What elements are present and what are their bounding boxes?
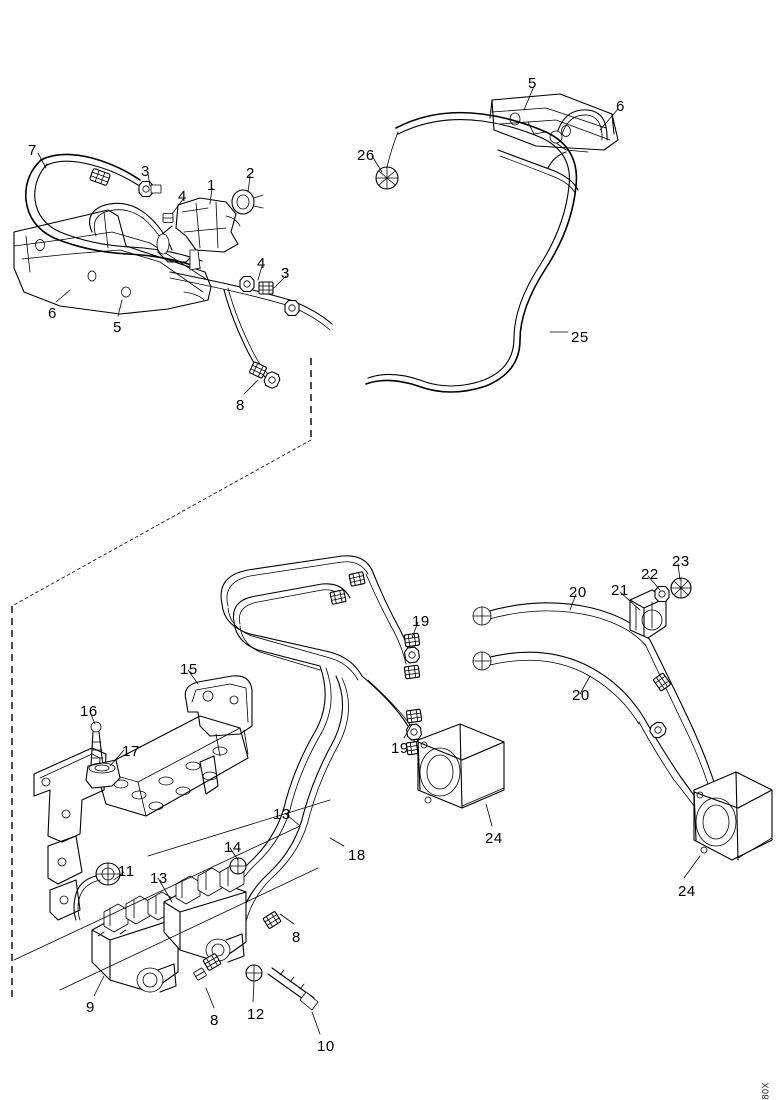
callout-5: 5: [113, 319, 122, 336]
upper-left-assembly: [13, 153, 333, 391]
callout-17: 17: [122, 743, 140, 760]
hose-25-branch: [497, 149, 579, 194]
callout-2: 2: [246, 165, 255, 182]
dome-6: [549, 109, 608, 144]
callout-8: 8: [210, 1012, 219, 1029]
bracket-rail-upper-left: [13, 209, 212, 315]
valve-21: [629, 589, 667, 639]
drawing-code: G1SP80X: [761, 1082, 771, 1100]
callout-3: 3: [141, 163, 150, 180]
callout-8: 8: [236, 397, 245, 414]
callout-12: 12: [247, 1006, 265, 1023]
callout-1: 1: [207, 177, 216, 194]
callout-3: 3: [281, 265, 290, 282]
part-2-fitting: [231, 189, 264, 215]
hose-inner-loop: [89, 202, 173, 253]
nut-3a: [138, 180, 162, 198]
right-lower-assembly: [417, 577, 773, 861]
callout-5: 5: [528, 75, 537, 92]
cap-12: [245, 964, 263, 982]
brake-chamber-24-center: [417, 723, 505, 809]
upper-right-assembly: [365, 93, 619, 393]
rod-cross-b: [59, 867, 319, 991]
callout-18: 18: [348, 847, 366, 864]
tube-11: [73, 875, 97, 921]
callout-20: 20: [572, 687, 590, 704]
manifold-13: [163, 863, 247, 963]
callout-25: 25: [571, 329, 589, 346]
callout-8: 8: [292, 929, 301, 946]
fitting-23: [670, 577, 692, 599]
callout-13: 13: [273, 806, 291, 823]
callout-23: 23: [672, 553, 690, 570]
cap-26: [375, 166, 399, 190]
callout-19: 19: [412, 613, 430, 630]
cap-26-stem: [386, 131, 399, 168]
callout-10: 10: [317, 1038, 335, 1055]
callout-6: 6: [48, 305, 57, 322]
drop-line-8: [223, 287, 283, 391]
nut-22: [654, 585, 670, 603]
callout-4: 4: [178, 188, 187, 205]
callout-11: 11: [118, 863, 135, 880]
bushing-17: [85, 759, 121, 789]
callout-19: 19: [391, 740, 409, 757]
callout-4: 4: [257, 255, 266, 272]
fittings-19-upper: [403, 632, 421, 680]
hose-25: [365, 111, 578, 393]
hose-7: [24, 153, 203, 269]
callout-15: 15: [180, 661, 198, 678]
callout-22: 22: [641, 566, 659, 583]
master-cylinder-1: [156, 197, 241, 271]
dashed-connector: [11, 358, 312, 1000]
callout-24: 24: [485, 830, 503, 847]
mounting-plate: [95, 715, 249, 817]
hose-20-lower: [472, 651, 645, 725]
fitting-11: [95, 862, 121, 886]
callout-9: 9: [86, 999, 95, 1016]
leader-lines: [37, 85, 701, 1035]
callout-6: 6: [616, 98, 625, 115]
rod-cross-c: [147, 799, 331, 857]
callout-21: 21: [611, 582, 629, 599]
rod-cross-a: [13, 825, 301, 961]
hose-fitting-3a: [89, 168, 111, 186]
lower-line-with-nuts: [169, 271, 333, 331]
callout-24: 24: [678, 883, 696, 900]
lower-left-assembly: [13, 675, 331, 1011]
hose-20-upper: [472, 602, 651, 647]
fitting-14: [229, 857, 247, 875]
bracket-15: [184, 675, 253, 757]
callout-14: 14: [224, 839, 242, 856]
brake-chamber-24-right: [693, 771, 773, 861]
callout-16: 16: [80, 703, 98, 720]
callout-26: 26: [357, 147, 375, 164]
fitting-4a: [162, 213, 174, 223]
bolt-10: [267, 967, 319, 1011]
callout-13: 13: [150, 870, 168, 887]
callout-20: 20: [569, 584, 587, 601]
callout-7: 7: [28, 142, 37, 159]
bolt-16: [90, 721, 104, 767]
